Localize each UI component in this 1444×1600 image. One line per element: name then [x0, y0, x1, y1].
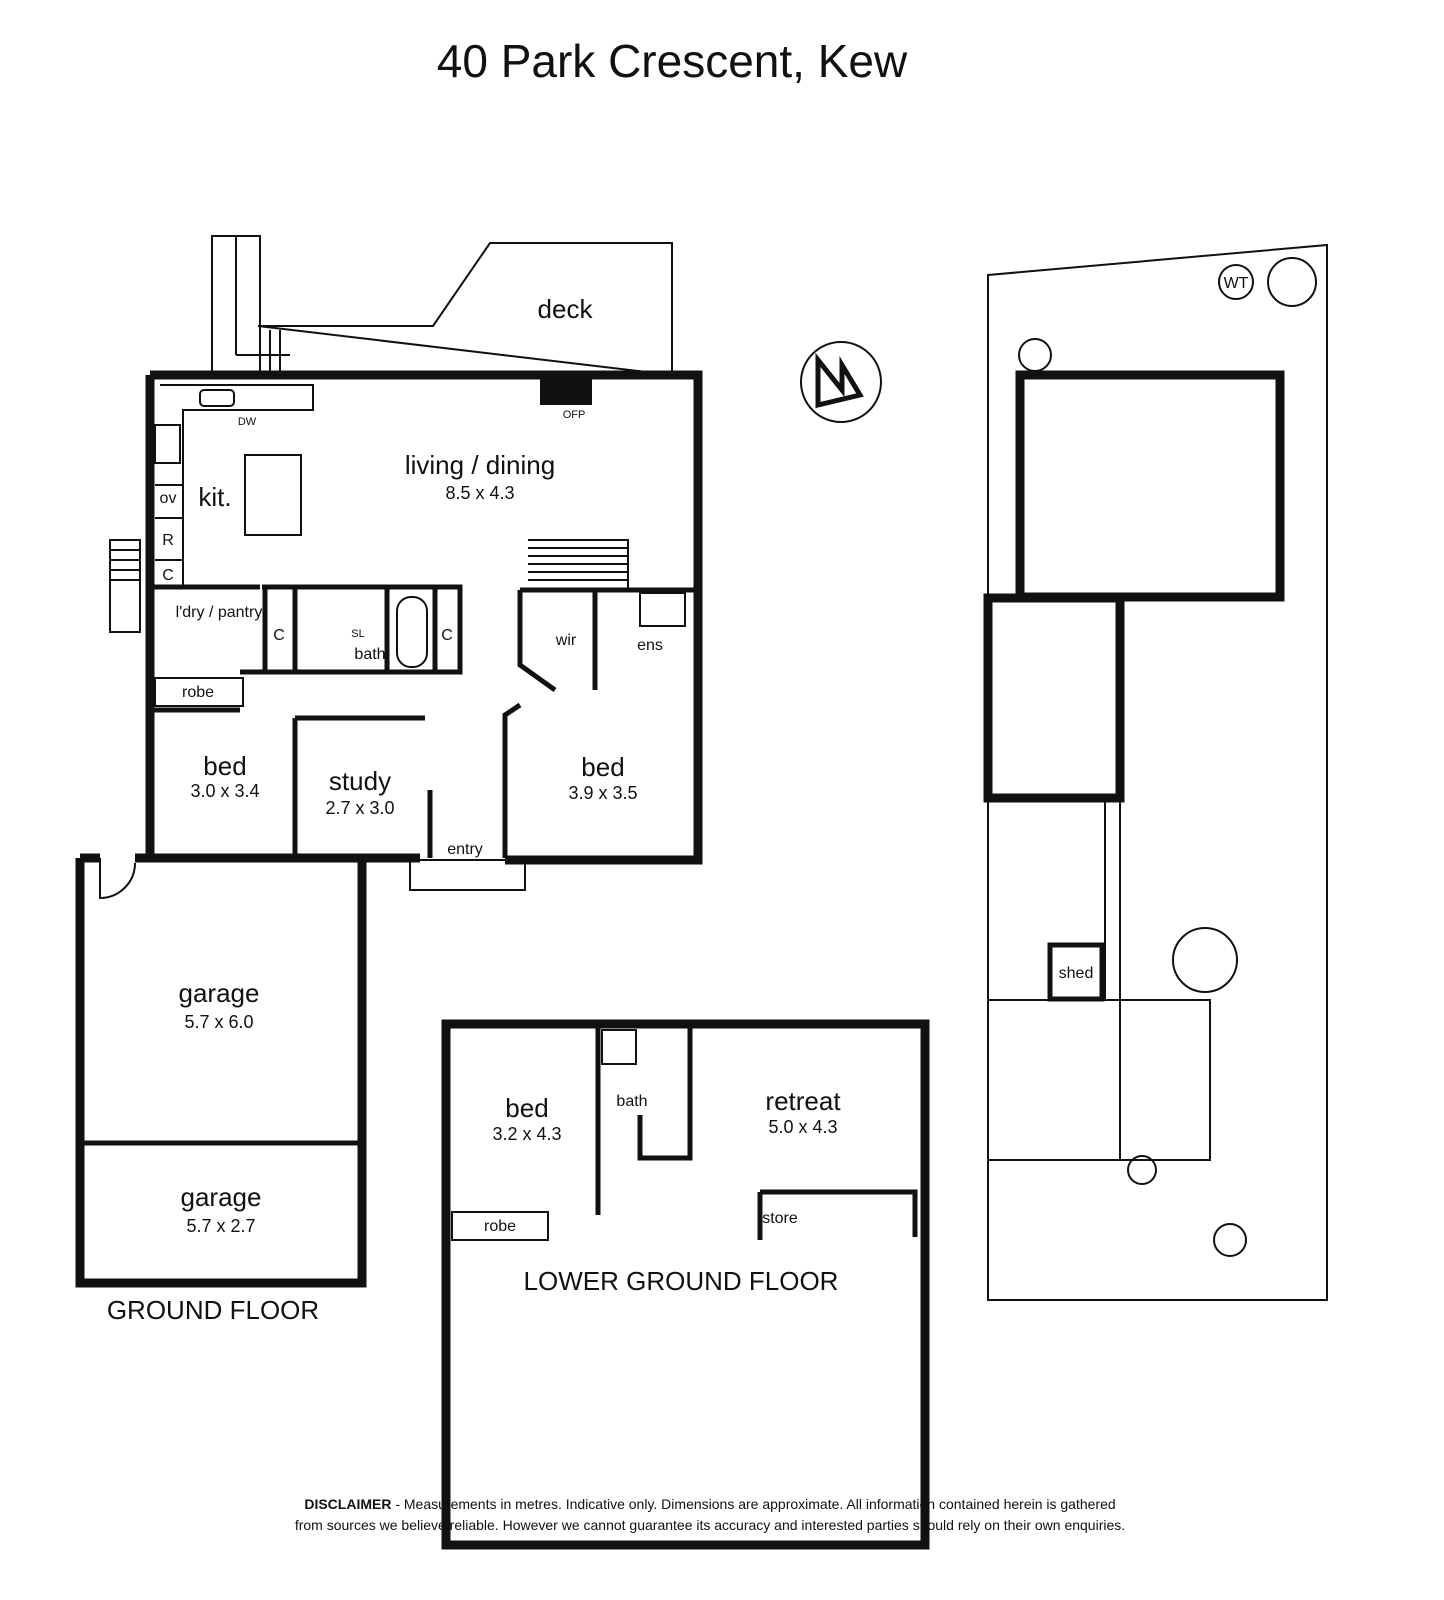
kitchen-island: [244, 454, 302, 536]
bathtub-icon: [396, 596, 428, 668]
dw-label: DW: [238, 416, 257, 428]
tree-icon: [1267, 257, 1317, 307]
garage2-label: garage: [181, 1182, 262, 1212]
retreat-dim: 5.0 x 4.3: [768, 1117, 837, 1137]
living-label: living / dining: [405, 450, 555, 480]
page-title: 40 Park Crescent, Kew: [436, 35, 908, 87]
stairs-top: [211, 235, 290, 377]
disclaimer-line1: - Measurements in metres. Indicative onl…: [391, 1496, 1116, 1512]
disclaimer: DISCLAIMER - Measurements in metres. Ind…: [0, 1494, 1420, 1536]
sink-icon: [199, 389, 235, 407]
water-tank-icon: [1218, 264, 1254, 300]
cupboard-label: C: [162, 567, 174, 584]
ground-floor-plan: [75, 235, 703, 1288]
store-label: store: [762, 1210, 798, 1227]
ensuite-label: ens: [637, 637, 663, 654]
study-label: study: [329, 766, 391, 796]
cooktop-icon: [154, 424, 181, 464]
bed2-dim: 3.9 x 3.5: [568, 783, 637, 803]
tree-icon: [1213, 1223, 1247, 1257]
fridge-label: R: [162, 532, 174, 549]
shed-label: shed: [1059, 965, 1094, 982]
study-dim: 2.7 x 3.0: [325, 798, 394, 818]
north-arrow-icon: [800, 341, 882, 423]
tree-icon: [1018, 338, 1052, 372]
water-tank-label: WT: [1224, 275, 1249, 292]
oven-label: ov: [160, 490, 177, 507]
laundry-cupboard-label: C: [273, 627, 285, 644]
shower-icon: [639, 592, 686, 627]
bath-label: bath: [354, 646, 385, 663]
lower-ground-floor-label: LOWER GROUND FLOOR: [524, 1266, 839, 1296]
lg-bed-dim: 3.2 x 4.3: [492, 1124, 561, 1144]
living-dim: 8.5 x 4.3: [445, 483, 514, 503]
ground-floor-label: GROUND FLOOR: [107, 1295, 319, 1325]
ofp-label: OFP: [563, 409, 586, 421]
garage1-dim: 5.7 x 6.0: [184, 1012, 253, 1032]
skylight-label: SL: [351, 628, 364, 640]
garage2-dim: 5.7 x 2.7: [186, 1216, 255, 1236]
garage1-label: garage: [179, 978, 260, 1008]
disclaimer-line2: from sources we believe reliable. Howeve…: [294, 1517, 1126, 1533]
bed1-label: bed: [203, 751, 246, 781]
bed2-label: bed: [581, 752, 624, 782]
garage-door-icon: [99, 858, 136, 900]
site-plan: [983, 243, 1328, 1301]
entry-porch: [409, 859, 526, 891]
deck-outline: [257, 242, 673, 377]
bed1-dim: 3.0 x 3.4: [190, 781, 259, 801]
bath-cupboard-label: C: [441, 627, 453, 644]
wir-label: wir: [555, 632, 577, 649]
entry-label: entry: [447, 841, 483, 858]
tree-icon: [1127, 1155, 1157, 1185]
kitchen-label: kit.: [198, 482, 231, 512]
lower-ground-floor-plan: [441, 1019, 930, 1550]
retreat-label: retreat: [765, 1086, 841, 1116]
lg-bed-label: bed: [505, 1093, 548, 1123]
fireplace-icon: [540, 375, 592, 405]
deck-label: deck: [538, 294, 594, 324]
lg-bath-label: bath: [616, 1093, 647, 1110]
disclaimer-heading: DISCLAIMER: [304, 1496, 392, 1512]
robe-label: robe: [182, 684, 214, 701]
laundry-label: l'dry / pantry: [176, 604, 263, 621]
shower-icon: [601, 1029, 637, 1065]
lg-robe-label: robe: [484, 1218, 516, 1235]
